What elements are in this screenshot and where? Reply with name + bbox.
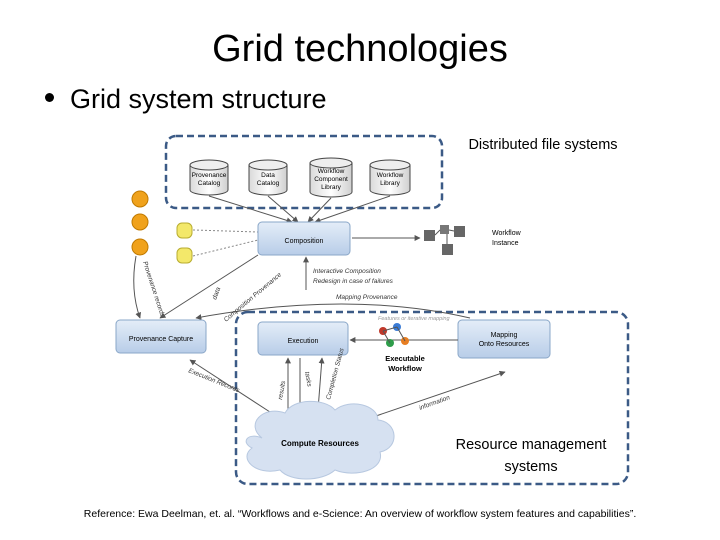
catalog-wl-line2: Library: [380, 180, 401, 187]
mapping-provenance-label: Mapping Provenance: [336, 294, 398, 301]
catalog-data-line2: Catalog: [257, 180, 280, 187]
executable-workflow-line1: Executable: [385, 354, 425, 363]
provenance-capture-label: Provenance Capture: [129, 336, 193, 343]
bullet-text: Grid system structure: [70, 84, 327, 114]
information-label: information: [418, 394, 451, 412]
catalog-wcl-line1: Workflow: [318, 168, 345, 175]
interactive-composition-label: Interactive Composition: [313, 268, 381, 275]
catalog-workflow-library: Workflow Library: [369, 159, 411, 196]
execution-label: Execution: [288, 338, 319, 345]
bullet-item: Grid system structure: [45, 84, 327, 115]
orange-dot-2: [131, 213, 149, 231]
executable-workflow-line2: Workflow: [388, 364, 422, 373]
catalog-wcl-line2: Component: [314, 176, 348, 183]
resource-mgmt-line2: systems: [504, 459, 558, 475]
composition-box: Composition: [257, 221, 351, 256]
compute-resources-cloud: Compute Resources: [245, 400, 395, 480]
workflow-instance-line2: Instance: [492, 240, 519, 247]
catalog-wl-line1: Workflow: [377, 172, 404, 179]
redesign-label: Redesign in case of failures: [313, 278, 394, 285]
resource-mgmt-callout: Resource management systems: [440, 434, 622, 478]
catalog-workflow-component-library: Workflow Component Library: [309, 157, 353, 198]
orange-dot-1: [131, 190, 149, 208]
catalog-data-line1: Data: [261, 172, 275, 179]
slide-title: Grid technologies: [212, 28, 508, 70]
distributed-fs-callout: Distributed file systems: [452, 134, 634, 156]
resource-mgmt-line1: Resource management: [455, 437, 607, 453]
reference-text: Reference: Ewa Deelman, et. al. “Workflo…: [83, 508, 637, 520]
execution-box: Execution: [257, 321, 349, 356]
execution-records-label: Execution Records: [187, 367, 241, 394]
data-label: data: [211, 286, 222, 301]
catalog-provenance: Provenance Catalog: [189, 159, 229, 196]
catalog-wcl-line3: Library: [321, 184, 342, 191]
distributed-fs-region: [164, 134, 444, 210]
composition-provenance-label: Composition Provenance: [223, 271, 283, 323]
compute-resources-label: Compute Resources: [281, 439, 359, 448]
provenance-records-label: Provenance records: [141, 260, 166, 318]
catalog-provenance-line2: Catalog: [198, 180, 221, 187]
workflow-instance: Workflow Instance: [352, 225, 522, 255]
mapping-label-2: Onto Resources: [479, 341, 530, 348]
tasks-label: tasks: [303, 371, 313, 388]
catalog-arrows: [208, 195, 391, 224]
resource-mgmt-region: [234, 310, 630, 486]
mapping-box: Mapping Onto Resources: [457, 319, 551, 359]
mapping-label-1: Mapping: [491, 332, 518, 339]
catalog-provenance-line1: Provenance: [192, 172, 227, 179]
executable-workflow: Executable Workflow: [379, 323, 425, 373]
yellow-dot-2: [176, 247, 193, 264]
faded-info-label: Features or iterative mapping: [378, 316, 450, 322]
orange-dot-3: [131, 238, 149, 256]
catalog-data: Data Catalog: [248, 159, 288, 196]
yellow-dot-1: [176, 222, 193, 239]
results-label: results: [277, 380, 287, 401]
composition-label: Composition: [285, 238, 324, 245]
provenance-capture-box: Provenance Capture: [115, 319, 207, 354]
workflow-instance-line1: Workflow: [492, 230, 522, 237]
bullet-dot: [45, 93, 54, 103]
